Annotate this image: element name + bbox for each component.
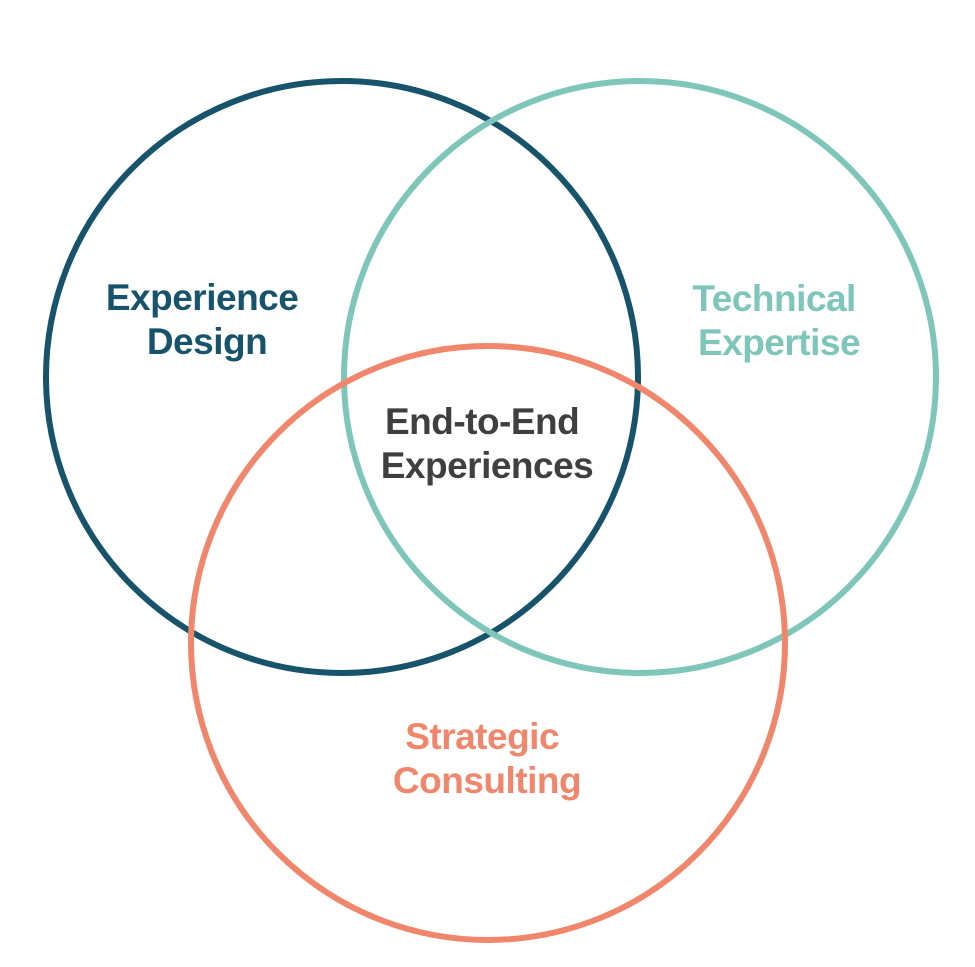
strategic-consulting-label-line2: Consulting — [393, 760, 581, 801]
technical-expertise-circle — [341, 78, 939, 676]
experience-design-label-line1: Experience — [106, 277, 298, 318]
strategic-consulting-circle — [188, 343, 788, 943]
technical-expertise-label-line2: Expertise — [698, 322, 860, 363]
strategic-consulting-label-line1: Strategic — [405, 716, 559, 757]
end-to-end-experiences-label: End-to-End Experiences — [381, 401, 594, 486]
experience-design-label-line2: Design — [147, 321, 267, 362]
end-to-end-experiences-label-line1: End-to-End — [385, 401, 579, 442]
technical-expertise-label-line1: Technical — [692, 278, 855, 319]
end-to-end-experiences-label-line2: Experiences — [381, 445, 594, 486]
strategic-consulting-label: Strategic Consulting — [393, 716, 581, 801]
experience-design-label: Experience Design — [106, 277, 308, 362]
technical-expertise-label: Technical Expertise — [692, 278, 865, 363]
experience-design-circle — [43, 78, 641, 676]
